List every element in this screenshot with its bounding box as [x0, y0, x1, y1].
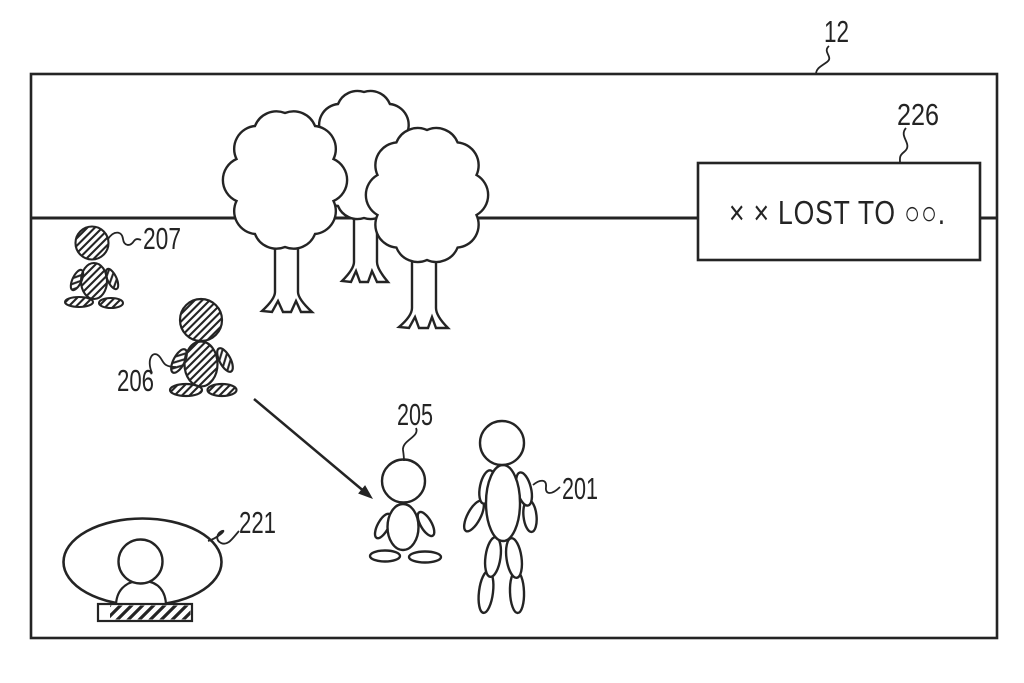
ref-205: 205 — [397, 397, 433, 462]
vehicle-221 — [62, 517, 223, 623]
tree-canopy — [221, 110, 349, 250]
figure-205-body — [386, 502, 420, 552]
ref-207-number: 207 — [143, 221, 181, 256]
figure-207-head — [74, 225, 110, 261]
ref-226-number: 226 — [897, 97, 939, 132]
tree-right — [364, 126, 490, 330]
ref-12: 12 — [815, 14, 849, 74]
figure-206-head — [178, 297, 224, 343]
figure-207-foot — [97, 296, 125, 310]
ref-206-number: 206 — [117, 363, 154, 398]
figure-201-head — [478, 419, 526, 467]
figure-201-torso — [484, 463, 522, 543]
ref-201-number: 201 — [562, 471, 598, 506]
figure-205-head — [380, 458, 427, 504]
figure-207 — [63, 225, 125, 310]
tree-canopy — [364, 126, 490, 264]
ref-205-number: 205 — [397, 397, 433, 432]
ref-206: 206 — [117, 353, 177, 398]
figure-201 — [462, 419, 538, 615]
figure-206-body — [183, 340, 219, 388]
tree-left — [221, 110, 349, 314]
rider-head — [117, 538, 164, 585]
figure-205-arm — [416, 510, 436, 538]
tree-trunk — [259, 232, 316, 314]
tree-trunk — [396, 246, 451, 330]
ref-207-leader-line — [107, 231, 142, 246]
ref-221-number: 221 — [239, 505, 276, 540]
figure-205-foot — [368, 549, 402, 563]
figure-206-arm — [216, 347, 234, 373]
ref-12-number: 12 — [824, 14, 849, 49]
ref-206-leader-line — [148, 353, 177, 374]
figure-206-foot — [206, 382, 238, 398]
arrow-shaft — [253, 398, 367, 494]
figure-207-foot — [63, 295, 95, 309]
direction-arrow — [253, 398, 373, 499]
ref-201-leader-line — [532, 479, 561, 494]
ref-207: 207 — [107, 221, 181, 256]
figure-206-foot — [168, 382, 204, 398]
message-box: × × LOST TO ○○. — [696, 161, 982, 262]
message-box-border — [696, 161, 982, 262]
ref-12-leader-line — [815, 45, 831, 74]
ref-221-leader-line — [207, 529, 240, 545]
ref-201: 201 — [532, 471, 598, 506]
figure-205 — [368, 458, 443, 564]
ref-226-leader-line — [899, 127, 909, 164]
figure-205-foot — [407, 550, 443, 564]
ref-221: 221 — [207, 505, 276, 545]
message-box-text: × × LOST TO ○○. — [729, 194, 946, 231]
vehicle-base-hatch — [110, 605, 191, 620]
ref-226: 226 — [897, 97, 939, 164]
figure-207-body — [79, 261, 109, 301]
ref-205-leader-line — [402, 427, 418, 462]
arrow-head — [358, 485, 373, 499]
figure-206 — [168, 297, 238, 398]
